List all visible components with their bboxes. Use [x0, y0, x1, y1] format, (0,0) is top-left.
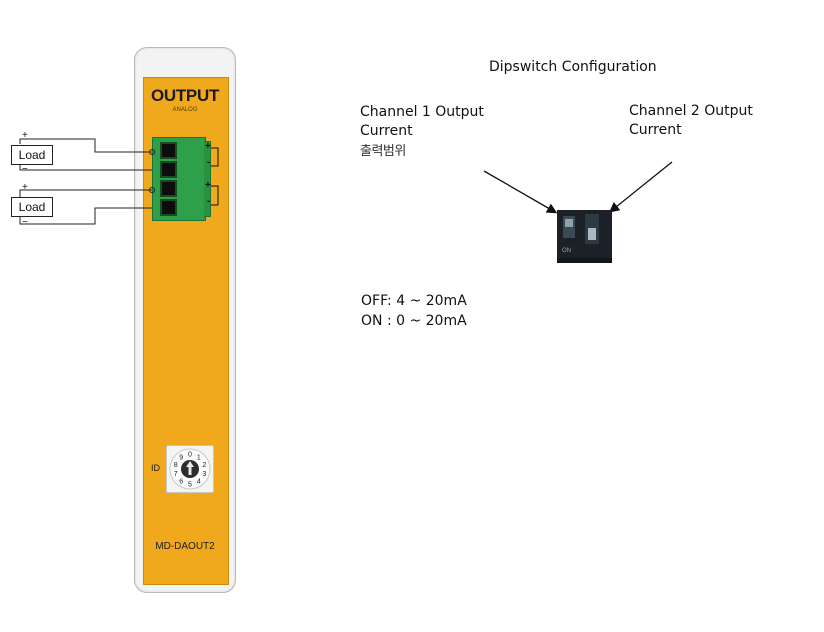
terminal-minus-1: -	[207, 157, 211, 168]
terminal-hole-2	[160, 161, 177, 178]
rotary-digit: 7	[174, 471, 178, 478]
arrow-channel-1	[483, 170, 558, 214]
load-box-2: Load	[11, 197, 53, 217]
id-label: ID	[151, 463, 160, 473]
dipswitch-photo: ON	[557, 210, 612, 263]
bracket-channel-2	[211, 185, 219, 206]
module-title: OUTPUT	[150, 86, 220, 105]
rotary-digit: 2	[202, 462, 206, 469]
arrow-channel-2	[608, 161, 673, 213]
terminal-hole-1	[160, 142, 177, 159]
mode-off-text: OFF: 4 ~ 20mA	[361, 293, 467, 309]
rotary-digit: 6	[179, 479, 183, 486]
model-label: MD-DAOUT2	[155, 541, 215, 552]
rotary-digit: 1	[197, 454, 201, 461]
rotary-digit: 0	[188, 452, 192, 459]
terminal-hole-4	[160, 199, 177, 216]
mode-on-text: ON : 0 ~ 20mA	[361, 313, 467, 329]
load-box-1: Load	[11, 145, 53, 165]
load1-plus-sign: +	[22, 130, 28, 141]
dipswitch-title: Dipswitch Configuration	[489, 59, 657, 75]
rotary-digit: 9	[179, 454, 183, 461]
channel1-extra-label: 출력범위	[360, 144, 406, 159]
dip-on-text: ON	[562, 248, 571, 254]
terminal-block-side	[204, 141, 211, 217]
screw-1	[149, 149, 155, 155]
rotary-digit: 4	[197, 479, 201, 486]
screw-2	[149, 187, 155, 193]
dip-switch-2-lever	[588, 228, 596, 240]
rotary-digit: 3	[202, 471, 206, 478]
arrow-up-icon	[186, 461, 194, 475]
wire-load1-plus	[19, 138, 152, 153]
channel1-label: Channel 1 Output Current	[360, 104, 484, 139]
terminal-minus-2: -	[207, 196, 211, 207]
rotary-digit: 8	[174, 462, 178, 469]
terminal-hole-3	[160, 180, 177, 197]
load2-minus-sign: −	[22, 217, 28, 228]
terminal-plus-1: +	[205, 141, 211, 152]
load1-minus-sign: −	[22, 164, 28, 175]
terminal-plus-2: +	[205, 180, 211, 191]
dip-switch-1-lever	[565, 219, 573, 227]
wire-load2-minus	[19, 207, 152, 225]
channel2-label: Channel 2 Output Current	[629, 103, 753, 138]
wire-load2-plus	[19, 189, 152, 197]
bracket-channel-1	[211, 147, 219, 167]
rotary-digit: 5	[188, 482, 192, 489]
wire-load1-minus	[19, 164, 152, 171]
load2-plus-sign: +	[22, 182, 28, 193]
module-subtitle: ANALOG	[172, 107, 198, 113]
